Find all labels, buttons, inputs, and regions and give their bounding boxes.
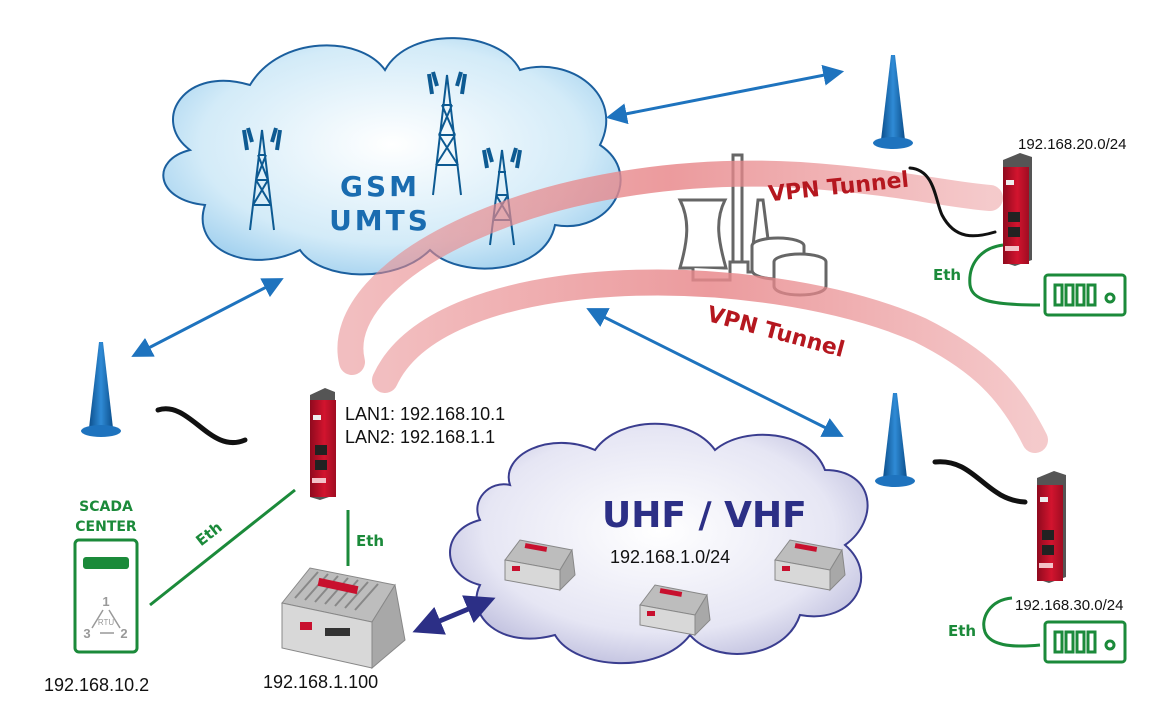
center-label: CENTER xyxy=(75,519,137,535)
gsm-to-central-link-arrow xyxy=(131,278,284,357)
vpn-tunnel-arc-lower xyxy=(372,269,1048,453)
umts-label: UMTS xyxy=(329,204,431,237)
uhf-modem xyxy=(504,539,576,592)
antenna-icon xyxy=(81,342,121,437)
ethernet-cable xyxy=(968,243,1041,307)
remote-site-subnet-label: 192.168.20.0/24 xyxy=(1018,136,1127,153)
radio-modem[interactable] xyxy=(281,567,406,670)
modem-to-uhf-arrow xyxy=(412,595,496,635)
rtu-device-icon xyxy=(1043,620,1127,664)
vpn-to-remote-antenna-arrow xyxy=(586,308,844,437)
rtu-node-1: 1 xyxy=(102,594,109,609)
antenna-icon xyxy=(873,55,913,149)
rtu-node-3: 3 xyxy=(83,626,90,641)
antenna-cable xyxy=(908,166,997,238)
vpn-tunnel-arc-upper xyxy=(337,160,1003,375)
gsm-cloud-title: GSM UMTS xyxy=(315,170,445,238)
uhf-subnet-label: 192.168.1.0/24 xyxy=(610,547,731,567)
eth-label: Eth xyxy=(356,532,385,550)
ethernet-cable xyxy=(149,488,296,607)
ethernet-cable xyxy=(982,596,1041,648)
radio-modem-ip-label: 192.168.1.100 xyxy=(263,672,379,692)
gsm-cloud xyxy=(162,37,622,276)
rtu-node-2: 2 xyxy=(120,626,127,641)
remote-router-top[interactable] xyxy=(1003,153,1032,266)
uhf-modem xyxy=(639,584,711,637)
scada-center-device[interactable]: 1 2 3 RTU xyxy=(73,538,139,654)
gsm-tower-icon xyxy=(427,71,467,196)
antenna-icon xyxy=(875,393,915,487)
power-plant-icon xyxy=(677,153,828,297)
gsm-to-remote-link-arrow xyxy=(605,64,845,125)
remote-router-bottom[interactable] xyxy=(1037,471,1066,583)
central-router[interactable] xyxy=(310,388,336,500)
scada-center-title: SCADA CENTER xyxy=(66,497,146,537)
scada-label: SCADA xyxy=(79,499,133,515)
remote-site-subnet-label: 192.168.30.0/24 xyxy=(1015,597,1124,614)
antenna-cable xyxy=(932,459,1028,505)
central-router-lan1-label: LAN1: 192.168.10.1 xyxy=(345,404,506,424)
rtu-device-icon xyxy=(1043,273,1127,317)
uhf-cloud-title: UHF / VHF xyxy=(602,495,807,536)
central-router-lan2-label: LAN2: 192.168.1.1 xyxy=(345,427,496,447)
gsm-tower-icon xyxy=(242,127,282,231)
rtu-label: RTU xyxy=(98,618,115,627)
eth-label: Eth xyxy=(933,266,962,284)
gsm-label: GSM xyxy=(339,170,420,203)
eth-label: Eth xyxy=(948,622,977,640)
scada-ip-label: 192.168.10.2 xyxy=(44,675,150,695)
antenna-cable xyxy=(155,406,248,445)
uhf-modem xyxy=(774,539,846,592)
